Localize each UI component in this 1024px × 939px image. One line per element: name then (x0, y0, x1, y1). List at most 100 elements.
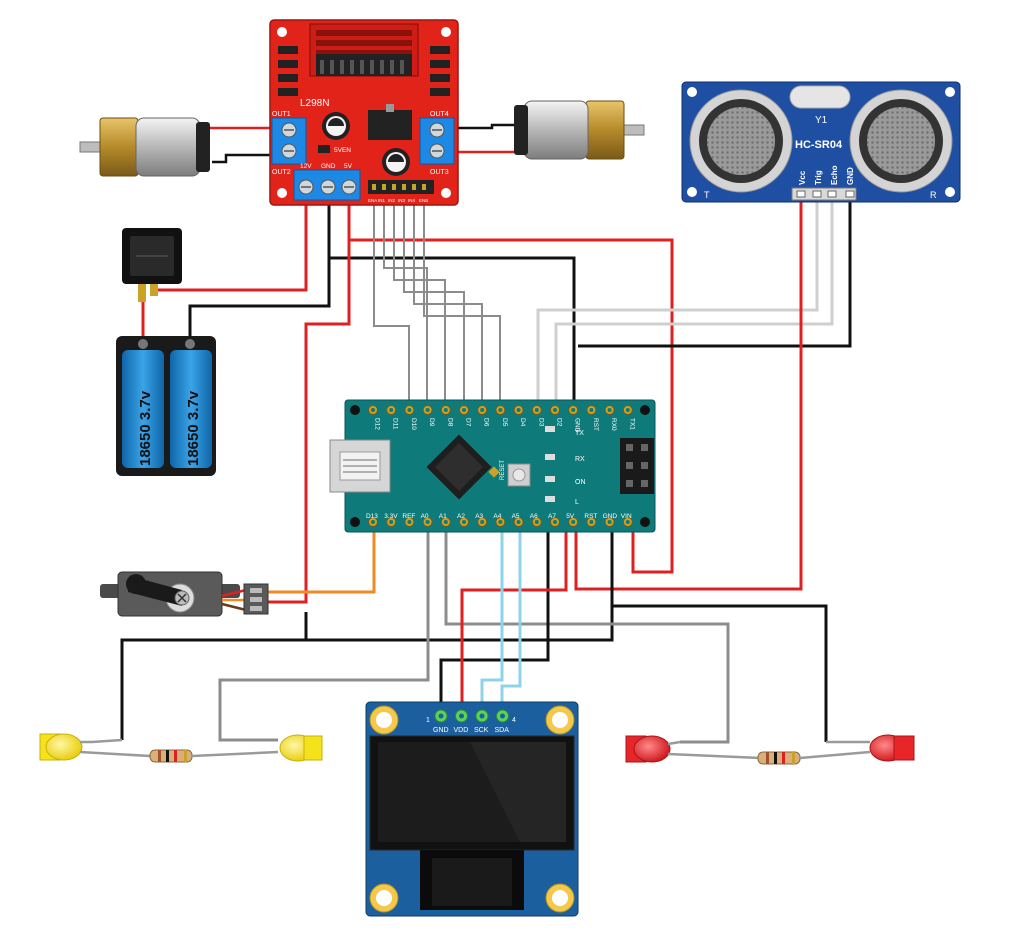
l298n-12v-label: 12V (300, 163, 312, 170)
out3-label: OUT3 (430, 169, 449, 176)
nano-pin-label: D12 (374, 418, 381, 430)
resistor-yellow (149, 749, 279, 763)
oled-pin-first-label: 1 (426, 717, 430, 724)
nano-pin-label: RST (584, 513, 597, 520)
wire-echo (554, 200, 834, 405)
wire-yellow-led-gnd (120, 638, 306, 740)
nano-pin-label: A6 (530, 513, 538, 520)
l298n-label: L298N (300, 98, 329, 109)
wire-enb (423, 196, 501, 405)
out4-label: OUT4 (430, 111, 449, 118)
nano-pin-label: D11 (392, 418, 399, 430)
nano-pin-label: D2 (556, 418, 563, 427)
nano-pin-label: D8 (446, 418, 453, 427)
wire-in2 (393, 196, 446, 405)
red-led-left (625, 735, 761, 763)
nano-pin-label: D10 (410, 418, 417, 430)
wire-in4 (413, 196, 483, 405)
dc-motor-right (514, 100, 645, 160)
wire-oled-sck (480, 532, 504, 712)
l298n-in3-label: IN3 (398, 198, 406, 203)
nano-pin-label: TX1 (628, 418, 635, 430)
l298n-motor-driver: L298N OUT1 OUT2 OUT4 OUT3 12V GND 5V 5VE… (269, 19, 459, 206)
battery-pack-18650: 18650 3.7v 18650 3.7v (116, 336, 216, 476)
l298n-5v-label: 5V (344, 163, 353, 170)
wire-5v-to-vin (349, 238, 674, 574)
wire-hc-vcc (574, 200, 803, 591)
nano-pin-label: A1 (439, 513, 447, 520)
nano-pin-label: A4 (493, 513, 501, 520)
wire-in3 (403, 196, 465, 405)
wire-ena (373, 196, 410, 405)
wire-trig (536, 200, 819, 405)
servo-motor (100, 571, 269, 617)
nano-pin-label: GND (574, 418, 581, 433)
nano-pin-label: D13 (366, 513, 378, 520)
out2-label: OUT2 (272, 169, 291, 176)
nano-pin-label: REF (402, 513, 415, 520)
oled-pin-label: VDD (454, 727, 469, 734)
wire-servo-signal (268, 532, 376, 594)
nano-pin-label: D7 (465, 418, 472, 427)
nano-pin-label: D3 (537, 418, 544, 427)
hc-sr04-ultrasonic-sensor: Y1 HC-SR04 T R Vcc Trig Echo GND (681, 81, 961, 203)
hcsr04-designator: Y1 (815, 115, 828, 126)
dc-motor-left (79, 117, 210, 177)
wire-oled-sda (500, 532, 522, 712)
nano-pin-label: RX0 (610, 418, 617, 431)
hcsr04-t-label: T (704, 190, 710, 200)
l298n-in2-label: IN2 (388, 198, 396, 203)
nano-pin-label: A0 (421, 513, 429, 520)
battery-cell-1-label: 18650 3.7v (137, 390, 154, 466)
nano-pin-label: RST (592, 418, 599, 431)
nano-pin-label: D4 (519, 418, 526, 427)
l298n-ena-label: ENA (368, 198, 377, 203)
nano-pin-label: A2 (457, 513, 465, 520)
nano-tx-label: TX (575, 430, 584, 437)
yellow-led-left (39, 733, 151, 761)
hcsr04-r-label: R (930, 190, 937, 200)
nano-rx-label: RX (575, 456, 585, 463)
l298n-enb-label: ENB (419, 198, 428, 203)
nano-pin-label: GND (603, 513, 618, 520)
oled-pin-label: GND (433, 727, 449, 734)
wire-gnd-to-battery (188, 192, 331, 340)
nano-l-label: L (575, 499, 579, 506)
nano-pin-label: A3 (475, 513, 483, 520)
wire-hc-gnd (578, 200, 852, 348)
wire-in1 (383, 196, 428, 405)
red-led-right (869, 734, 915, 762)
nano-pin-label: A5 (512, 513, 520, 520)
oled-pin-label: SDA (495, 727, 510, 734)
hcsr04-gnd-label: GND (846, 167, 855, 185)
l298n-in1-label: IN1 (378, 198, 386, 203)
nano-pin-label: D9 (428, 418, 435, 427)
nano-pin-label: 3.3V (384, 513, 398, 520)
wire-5v-to-servo (268, 192, 351, 604)
wire-motor-left-black (212, 153, 272, 164)
l298n-5ven-label: 5VEN (334, 147, 351, 154)
wire-gnd-to-nano (329, 256, 576, 405)
hcsr04-echo-label: Echo (830, 165, 839, 185)
nano-pin-label: A7 (548, 513, 556, 520)
nano-pin-label: D5 (501, 418, 508, 427)
out1-label: OUT1 (272, 111, 291, 118)
hcsr04-name: HC-SR04 (795, 139, 843, 151)
nano-on-label: ON (575, 479, 586, 486)
wire-a1-red-led (444, 532, 730, 744)
yellow-led-right (279, 734, 323, 762)
nano-pin-label: D6 (483, 418, 490, 427)
l298n-gnd-label: GND (321, 163, 336, 170)
nano-reset-label: RESET (500, 460, 506, 480)
wire-12v-to-switch (150, 192, 308, 292)
oled-pin-last-label: 4 (512, 717, 516, 724)
nano-pin-label: 5V (566, 513, 575, 520)
wire-motor-right-black (452, 123, 520, 130)
hcsr04-vcc-label: Vcc (798, 170, 807, 185)
arduino-nano: RESET TX RX ON L D12 D11 D10 D9 D8 D7 D6 D5 D4 D3… (329, 399, 656, 533)
wire-red-led-gnd (612, 604, 828, 742)
nano-pin-label: VIN (621, 513, 632, 520)
wire-ground-bus (304, 532, 614, 642)
